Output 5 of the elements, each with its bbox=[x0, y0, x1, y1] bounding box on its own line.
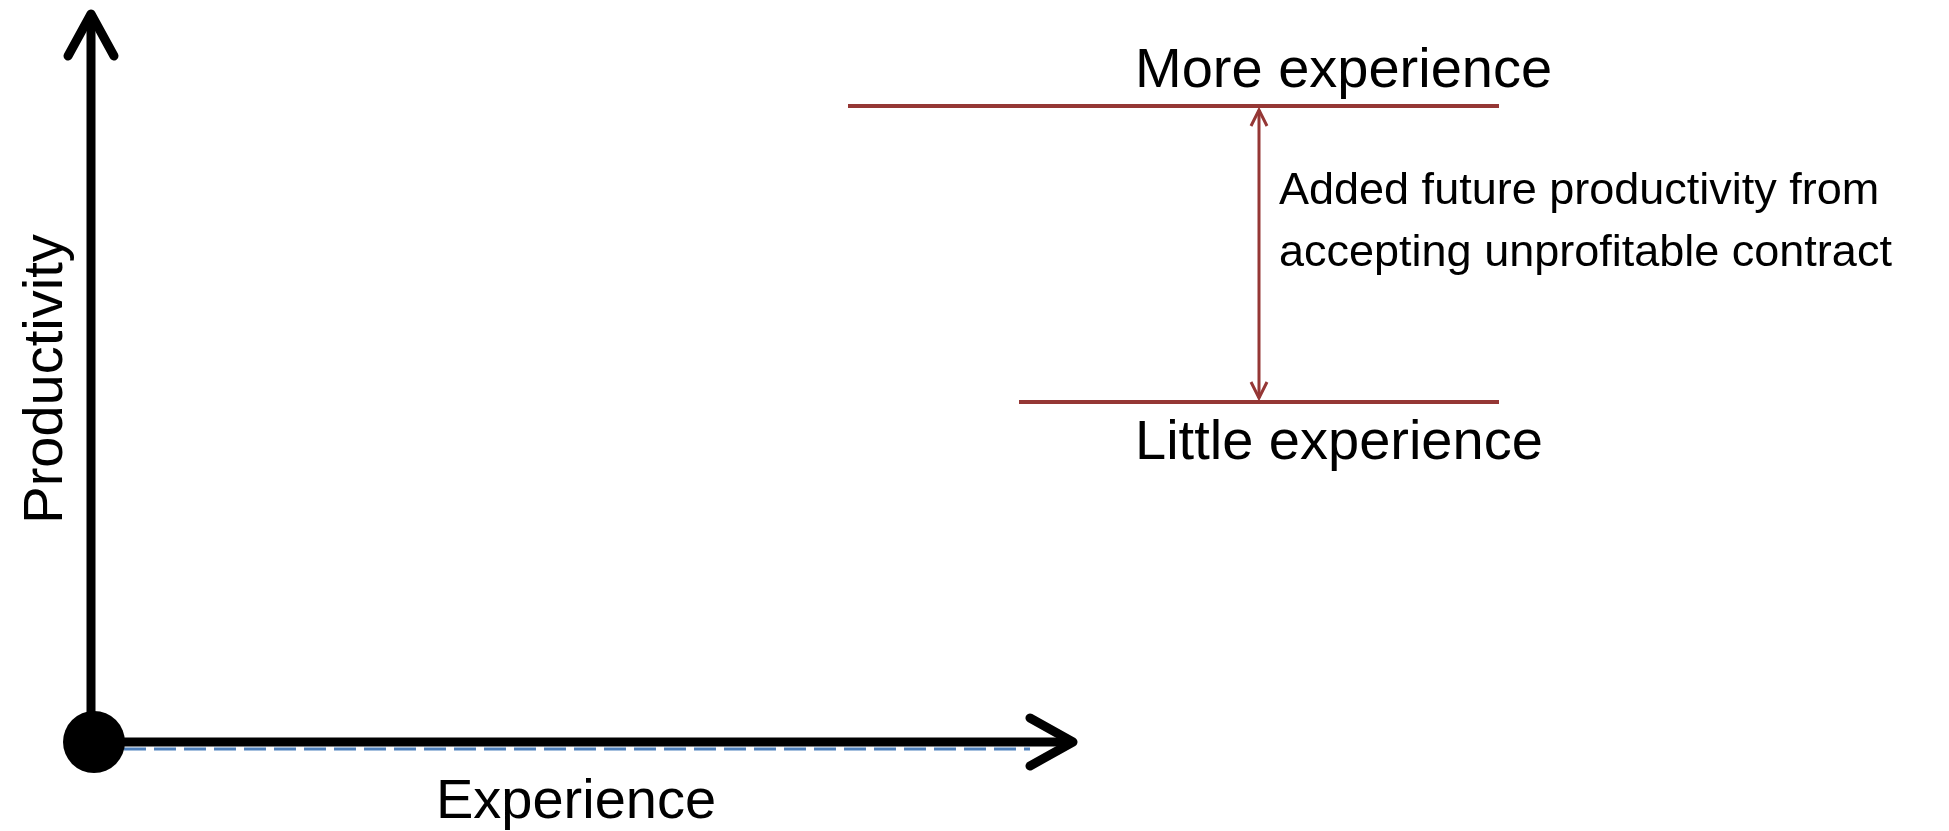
axis-title: Experience bbox=[435, 767, 717, 831]
level-label: Little experience bbox=[1135, 408, 1543, 472]
axis-title: Productivity bbox=[11, 234, 75, 524]
level-label: More experience bbox=[1135, 36, 1553, 100]
double-arrow bbox=[1249, 108, 1269, 400]
